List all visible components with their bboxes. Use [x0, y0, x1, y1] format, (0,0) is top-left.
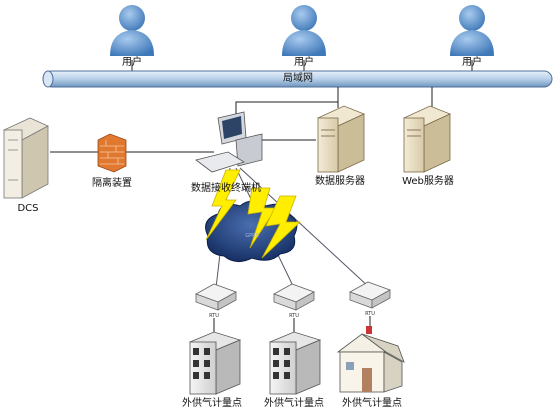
- firewall-icon: [97, 133, 127, 173]
- user-icon: [110, 5, 154, 56]
- site-label: 外供气计量点: [264, 398, 324, 409]
- rtu-label: RTU: [209, 313, 219, 319]
- building-icon: [268, 331, 322, 395]
- user-label: 用户: [294, 57, 314, 68]
- rtu-label: RTU: [289, 313, 299, 319]
- data-server-label: 数据服务器: [315, 176, 365, 187]
- rtu-device-icon: [273, 283, 315, 311]
- data-server-icon: [316, 105, 366, 173]
- user-label: 用户: [462, 57, 482, 68]
- building-icon: [188, 331, 242, 395]
- house-icon: [336, 326, 405, 393]
- site-label: 外供气计量点: [342, 398, 402, 409]
- rtu-device-icon: [195, 283, 237, 311]
- user-icon: [450, 5, 494, 56]
- lan-bus: [42, 70, 553, 88]
- lightning-bolt-icon: [205, 169, 302, 259]
- dcs-label: DCS: [17, 203, 39, 214]
- lan-label: 局域网: [283, 73, 313, 84]
- user-icon: [282, 5, 326, 56]
- bus-drops: [235, 87, 433, 141]
- user-links: [131, 60, 473, 72]
- rtu-label: RTU: [365, 311, 375, 317]
- terminal-computer-icon: [195, 111, 263, 173]
- site-label: 外供气计量点: [182, 398, 242, 409]
- rtu-device-icon: [349, 281, 391, 309]
- isolation-device-label: 隔离装置: [92, 178, 132, 189]
- dcs-cabinet-icon: [3, 117, 49, 199]
- user-label: 用户: [122, 57, 142, 68]
- terminal-label: 数据接收终端机: [191, 183, 261, 194]
- web-server-label: Web服务器: [402, 176, 454, 187]
- gprs-label: GPRS: [245, 233, 259, 239]
- web-server-icon: [402, 105, 452, 173]
